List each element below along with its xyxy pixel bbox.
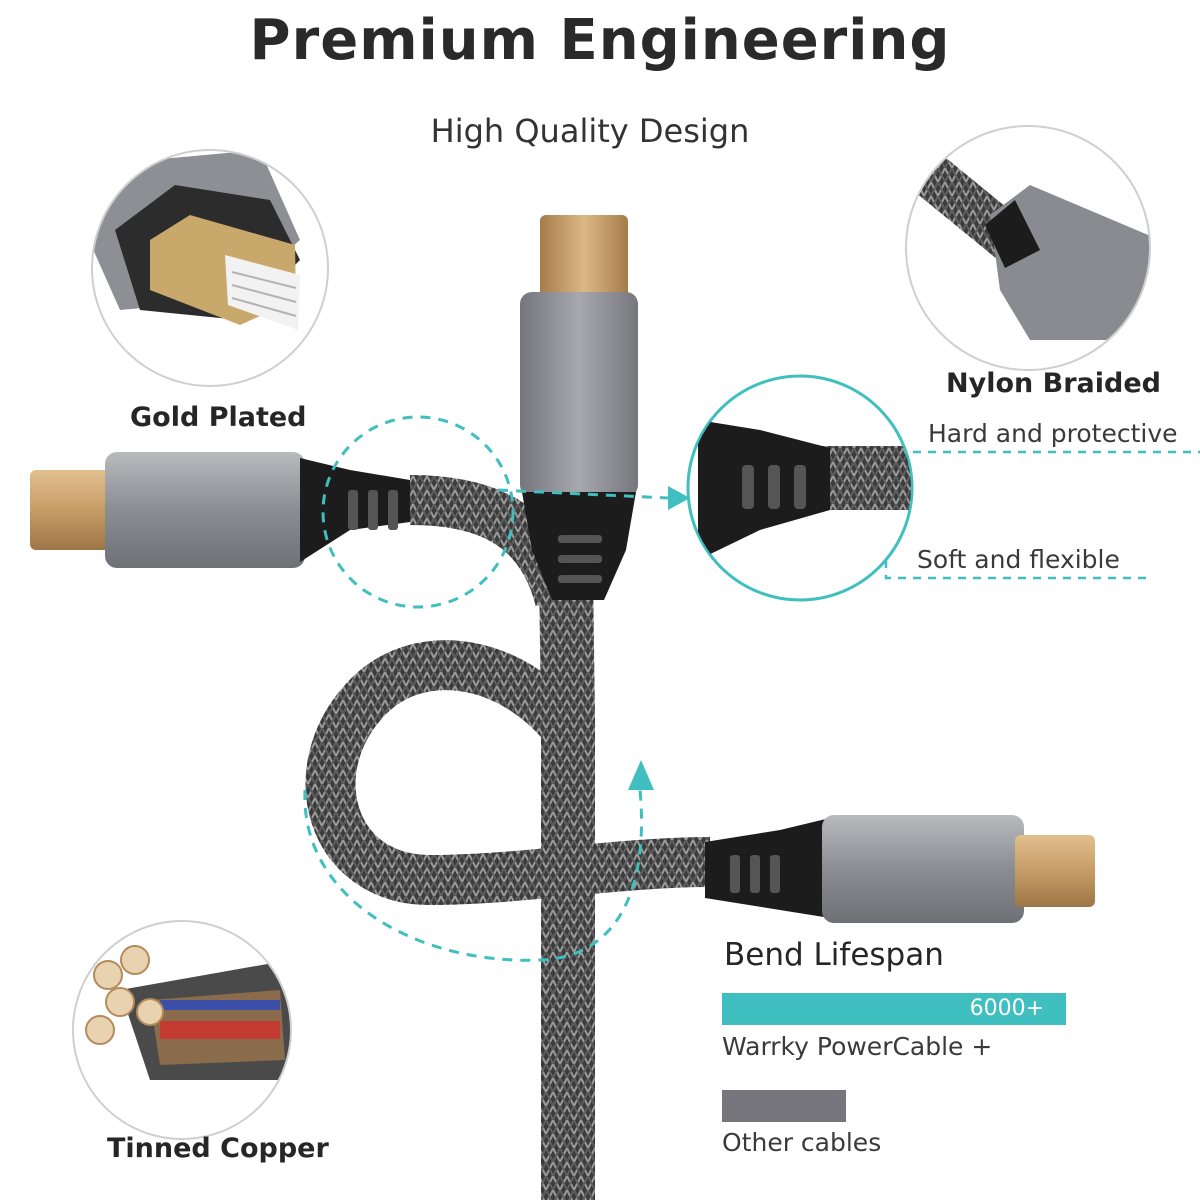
label-tinned-copper: Tinned Copper [107,1133,329,1164]
arrow-icon [668,486,690,510]
bar-other [722,1090,846,1122]
cable-loop [305,640,711,906]
mini-displayport-icon [91,149,329,387]
label-other-cables: Other cables [722,1128,882,1157]
label-hard-protective: Hard and protective [928,419,1178,448]
page-title: Premium Engineering [249,8,951,73]
connector-left [30,452,410,568]
connector-bottom-right [705,815,1095,923]
copper-wire-icon [72,920,292,1140]
strain-relief-inset [686,374,914,602]
bar-warrky [722,993,1066,1025]
bar-warrky-value: 6000+ [969,996,1044,1021]
bend-lifespan-title: Bend Lifespan [724,937,944,973]
label-nylon-braided: Nylon Braided [946,368,1161,399]
magnifier-circle [321,415,515,609]
braided-cable-icon [905,125,1151,371]
label-gold-plated: Gold Plated [130,402,307,433]
label-warrky: Warrky PowerCable + [722,1032,993,1061]
label-soft-flexible: Soft and flexible [917,545,1120,574]
page-subtitle: High Quality Design [430,112,750,150]
connector-top [520,215,638,600]
